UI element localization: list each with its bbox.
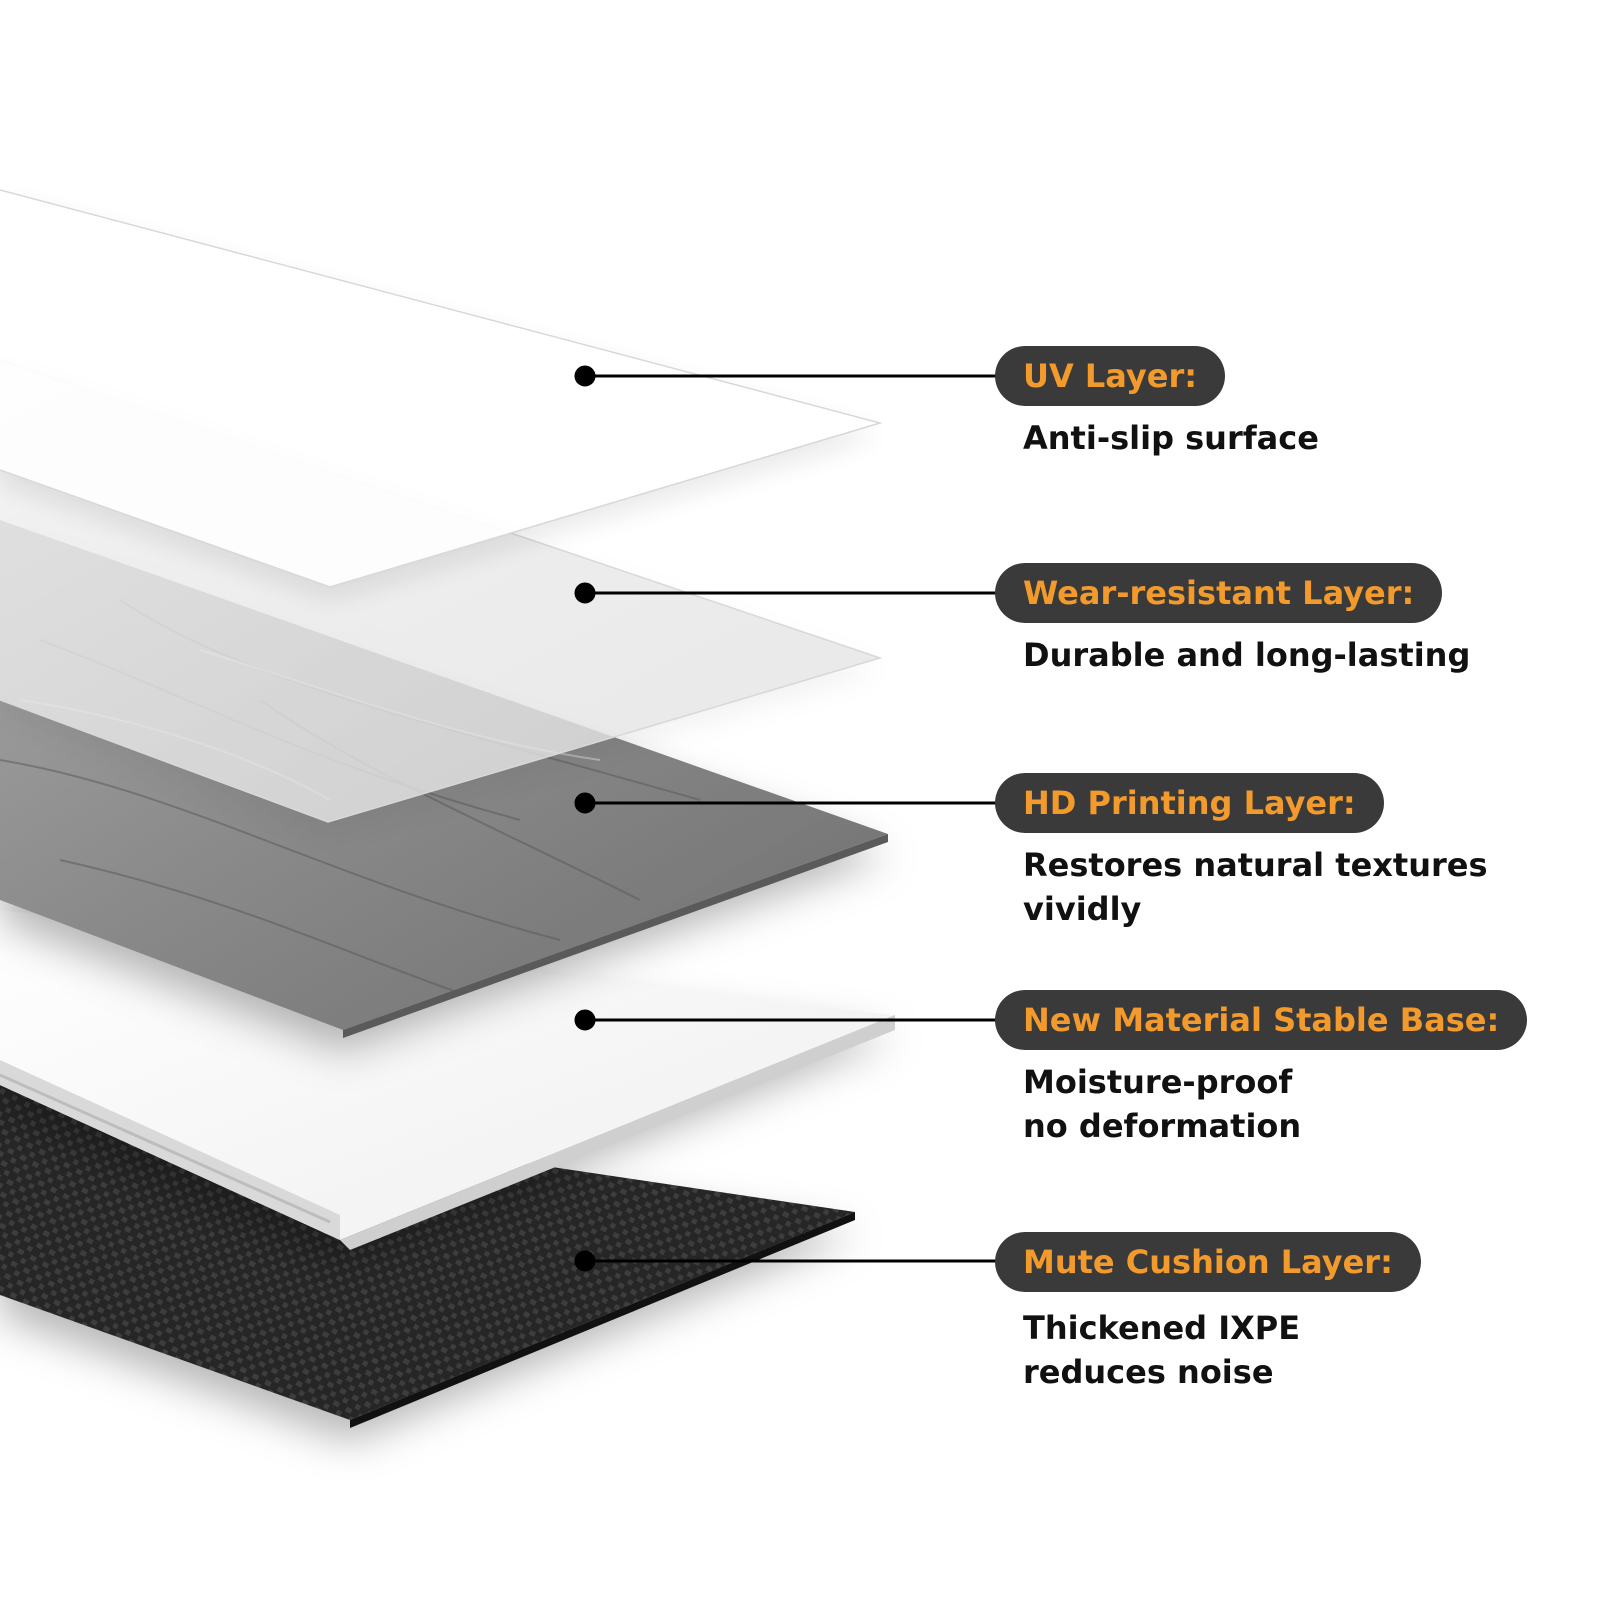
uv-layer-graphic [0, 189, 883, 588]
leader-dot-base [574, 1009, 596, 1031]
hd-printing-layer-label: HD Printing Layer: Restores natural text… [995, 773, 1488, 931]
wear-resistant-layer-label: Wear-resistant Layer: Durable and long-l… [995, 563, 1470, 677]
leader-dot-uv [574, 365, 596, 387]
leader-dot-cushion [574, 1250, 596, 1272]
uv-layer-label: UV Layer: Anti-slip surface [995, 346, 1319, 460]
hd-printing-layer-description-line: vividly [1023, 890, 1142, 928]
mute-cushion-layer-description: Thickened IXPE reduces noise [995, 1306, 1421, 1394]
leader-lines [574, 365, 1000, 1272]
mute-cushion-layer-description-line: reduces noise [1023, 1353, 1274, 1391]
hd-printing-layer-title: HD Printing Layer: [995, 773, 1384, 833]
hd-printing-layer-description: Restores natural textures vividly [995, 843, 1488, 931]
leader-dot-print [574, 792, 596, 814]
wear-resistant-layer-description: Durable and long-lasting [995, 633, 1470, 677]
mute-cushion-layer-description-line: Thickened IXPE [1023, 1309, 1301, 1347]
stable-base-layer-label: New Material Stable Base: Moisture-proof… [995, 990, 1528, 1148]
wear-resistant-layer-description-line: Durable and long-lasting [1023, 636, 1471, 674]
mute-cushion-layer-label: Mute Cushion Layer: Thickened IXPE reduc… [995, 1232, 1421, 1394]
uv-layer-description: Anti-slip surface [995, 416, 1319, 460]
leader-dot-wear [574, 582, 596, 604]
hd-printing-layer-description-line: Restores natural textures [1023, 846, 1488, 884]
stable-base-layer-description-line: no deformation [1023, 1107, 1302, 1145]
stable-base-layer-title: New Material Stable Base: [995, 990, 1528, 1050]
stable-base-layer-description: Moisture-proof no deformation [995, 1060, 1527, 1148]
mute-cushion-layer-title: Mute Cushion Layer: [995, 1232, 1421, 1292]
uv-layer-title: UV Layer: [995, 346, 1226, 406]
wear-resistant-layer-title: Wear-resistant Layer: [995, 563, 1443, 623]
stable-base-layer-description-line: Moisture-proof [1023, 1063, 1293, 1101]
stable-base-layer-graphic [0, 910, 895, 1250]
uv-layer-description-line: Anti-slip surface [1023, 419, 1319, 457]
